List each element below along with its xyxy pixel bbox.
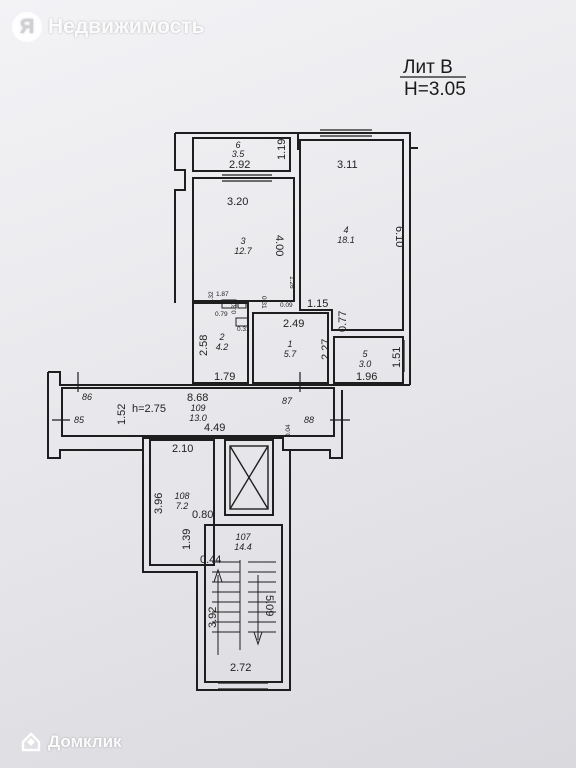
dim-6-10: 6.10 [393, 226, 405, 247]
dim-2-72: 2.72 [230, 662, 251, 674]
room-2-num: 2 [218, 332, 224, 342]
stair-block-walls [142, 438, 291, 691]
corridor-height: h=2.75 [132, 403, 166, 415]
dim-1-52: 1.52 [116, 404, 128, 425]
dim-0-09: 0.09 [280, 302, 293, 309]
room-107-area: 14.4 [234, 542, 252, 552]
dim-8-68: 8.68 [187, 392, 208, 404]
dim-0-77: 0.77 [337, 311, 349, 332]
windows [218, 129, 411, 690]
watermark-top-text: Недвижимость [48, 15, 205, 38]
dim-1-19: 1.19 [276, 139, 288, 160]
dim-4-49: 4.49 [204, 422, 225, 434]
axis-87: 87 [282, 396, 293, 406]
room-1-outline [252, 312, 329, 384]
room-5-area: 3.0 [359, 359, 372, 369]
room-108-area: 7.2 [176, 501, 189, 511]
dim-2-49: 2.49 [283, 318, 304, 330]
corridor-109-outline [61, 387, 335, 437]
room-108-num: 108 [174, 491, 189, 501]
axis-88: 88 [304, 415, 314, 425]
yandex-realty-watermark: Я Недвижимость [12, 12, 204, 42]
domclick-watermark: Домклик [20, 731, 122, 753]
room-107-num: 107 [235, 532, 251, 542]
corridor-top-wall [48, 371, 410, 386]
room-3-num: 3 [240, 236, 245, 246]
dim-3-96: 3.96 [153, 493, 165, 514]
dim-2-10: 2.10 [172, 443, 193, 455]
dim-0-37: 0.37 [231, 301, 238, 314]
room-2-outline [192, 302, 249, 384]
room-3-area: 12.7 [234, 246, 253, 256]
dim-2-27: 2.27 [320, 339, 332, 360]
dim-3-20: 3.20 [227, 196, 248, 208]
room-5-outline [333, 336, 404, 384]
dim-0-32: 0.32 [208, 291, 215, 304]
room-107-outline [204, 524, 283, 683]
house-icon [21, 732, 41, 752]
room-5-num: 5 [362, 349, 368, 359]
stair-treads [212, 560, 276, 655]
room-3-outline [192, 177, 295, 302]
dim-1-87: 1.87 [216, 291, 229, 298]
dim-1-26: 1.26 [288, 276, 295, 289]
bath-fixtures [221, 299, 249, 327]
axis-86: 86 [82, 392, 92, 402]
dim-3-92: 3.92 [207, 607, 219, 628]
elevator-cross [229, 445, 269, 510]
dim-0-31b: 0.31 [237, 326, 250, 333]
dim-1-39: 1.39 [181, 529, 193, 550]
yandex-logo-icon: Я [12, 12, 42, 42]
room-108-outline [149, 439, 215, 566]
room-6-num: 6 [235, 140, 240, 150]
room-2-area: 4.2 [216, 342, 229, 352]
dim-1-79: 1.79 [214, 371, 235, 383]
room-109-num: 109 [190, 403, 205, 413]
dim-3-11: 3.11 [337, 159, 358, 171]
axis-ticks [52, 372, 350, 421]
room-1-num: 1 [287, 339, 292, 349]
room-4-num: 4 [343, 225, 348, 235]
dim-0-31a: 0.31 [260, 296, 267, 309]
dim-0-80: 0.80 [192, 509, 213, 521]
room-6-area: 3.5 [232, 149, 246, 159]
dim-0-79: 0.79 [215, 311, 228, 318]
room-4-area: 18.1 [337, 235, 355, 245]
dim-5-09: 5.09 [263, 595, 275, 616]
header-height: H=3.05 [404, 79, 466, 100]
dim-2-58: 2.58 [198, 335, 210, 356]
room-4-outline [299, 139, 404, 331]
dim-1-15: 1.15 [307, 298, 328, 310]
dim-0-44: 0.44 [200, 554, 221, 566]
header-lit: Лит В [403, 57, 453, 78]
dim-0-04: 0.04 [285, 424, 292, 437]
room-1-area: 5.7 [284, 349, 298, 359]
room-6-outline [192, 137, 291, 172]
dim-2-92: 2.92 [229, 159, 250, 171]
wall-top-right [298, 132, 418, 149]
room-109-area: 13.0 [189, 413, 207, 423]
wall-left-upper [174, 133, 186, 303]
elevator-shaft [224, 439, 274, 516]
watermark-bottom-text: Домклик [48, 732, 122, 751]
dim-4-00: 4.00 [273, 235, 285, 256]
dim-1-51: 1.51 [391, 347, 403, 368]
corridor-outer [47, 372, 343, 459]
dim-1-96: 1.96 [356, 371, 377, 383]
axis-85: 85 [74, 415, 85, 425]
